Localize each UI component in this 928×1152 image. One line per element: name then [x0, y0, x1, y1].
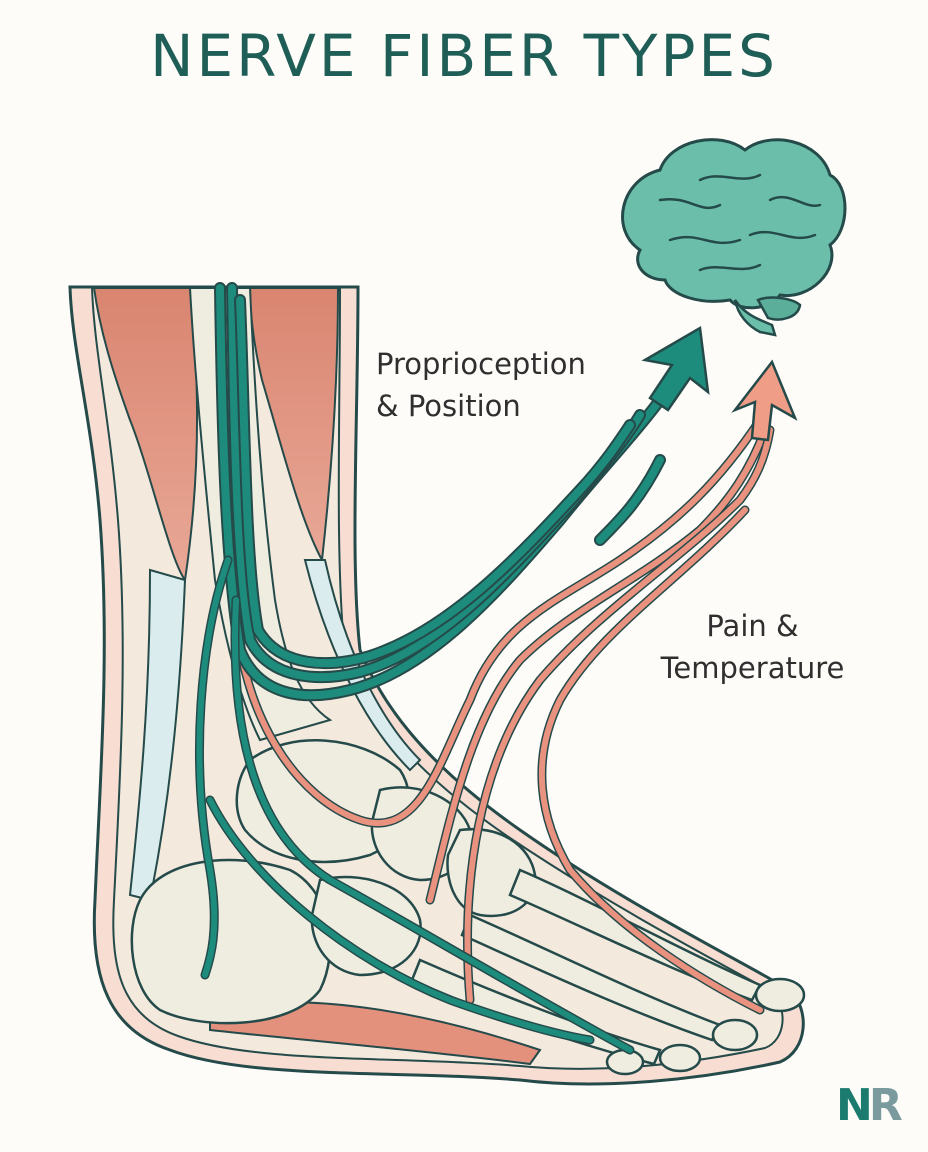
page-title: NERVE FIBER TYPES [150, 22, 778, 90]
proprioception-arrow-icon [641, 325, 710, 412]
logo-letter-r: R [868, 1080, 903, 1131]
pain-label-line1: Pain & [706, 609, 799, 643]
metatarsal-2 [460, 913, 722, 1042]
toe-4 [605, 1048, 645, 1076]
heel-bone [130, 858, 332, 1025]
toe-2 [711, 1018, 759, 1052]
proprioception-fibers [195, 282, 666, 1055]
toe-1 [754, 977, 806, 1013]
proprioception-label-line1: Proprioception [376, 347, 586, 381]
toe-3 [658, 1043, 702, 1073]
proprioception-label: Proprioception & Position [376, 343, 586, 427]
pain-label-line2: Temperature [660, 651, 845, 685]
calf-muscle-right [248, 287, 340, 564]
tendon-front [303, 559, 422, 772]
pain-arrow-icon [731, 359, 798, 442]
brain-icon [621, 138, 847, 337]
logo-mark: NR [836, 1082, 906, 1130]
pain-temperature-fibers [230, 415, 775, 1015]
logo-letter-n: N [836, 1080, 873, 1131]
pain-temperature-label: Pain & Temperature [640, 605, 865, 689]
cuboid-bone [310, 875, 422, 977]
proprioception-label-line2: & Position [376, 389, 521, 423]
